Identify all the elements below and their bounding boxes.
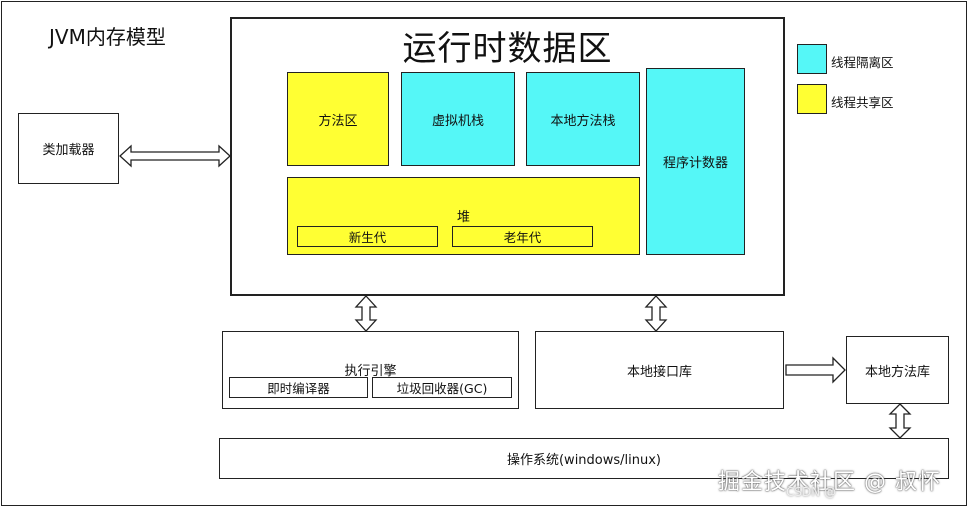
heap: 堆 [287,177,640,255]
runtime-data-area-title: 运行时数据区 [402,29,613,69]
young-gen: 新生代 [297,226,438,247]
vm-stack: 虚拟机栈 [401,72,515,166]
execution-engine-label: 执行引擎 [344,364,397,379]
execution-engine: 执行引擎 [222,331,519,409]
arrow-classloader-runtime [119,144,231,168]
legend-label-isolated: 线程隔离区 [831,55,894,70]
old-gen: 老年代 [452,226,593,247]
arrow-library-os [888,403,912,439]
native-method-stack-label: 本地方法栈 [550,113,616,129]
garbage-collector-label: 垃圾回收器(GC) [396,381,488,396]
young-gen-label: 新生代 [348,230,387,245]
watermark-sub: CSDN @ [786,485,837,499]
class-loader: 类加载器 [18,113,119,184]
native-interface-label: 本地接口库 [626,364,692,380]
native-method-stack: 本地方法栈 [526,72,640,166]
garbage-collector: 垃圾回收器(GC) [372,377,512,398]
native-library: 本地方法库 [846,336,949,404]
legend-swatch-cyan [797,44,827,74]
jit-compiler-label: 即时编译器 [267,381,330,396]
page-title: JVM内存模型 [49,25,166,49]
watermark: 掘金技术社区 @ 叔怀 [718,470,941,495]
legend-swatch-yellow [797,84,827,114]
operating-system-label: 操作系统(windows/linux) [506,453,661,468]
class-loader-label: 类加载器 [42,143,95,158]
arrow-runtime-engine [354,295,378,332]
method-area-label: 方法区 [318,113,358,129]
heap-label: 堆 [456,210,470,225]
legend-label-shared: 线程共享区 [831,95,894,110]
method-area: 方法区 [287,72,389,166]
arrow-native-interface-library [785,356,846,384]
old-gen-label: 老年代 [503,230,542,245]
native-interface: 本地接口库 [535,331,784,409]
jit-compiler: 即时编译器 [229,377,368,398]
vm-stack-label: 虚拟机栈 [431,113,484,129]
arrow-runtime-native [644,295,668,332]
program-counter: 程序计数器 [646,68,745,255]
program-counter-label: 程序计数器 [662,156,728,171]
native-library-label: 本地方法库 [864,364,930,380]
operating-system: 操作系统(windows/linux) [219,438,949,479]
